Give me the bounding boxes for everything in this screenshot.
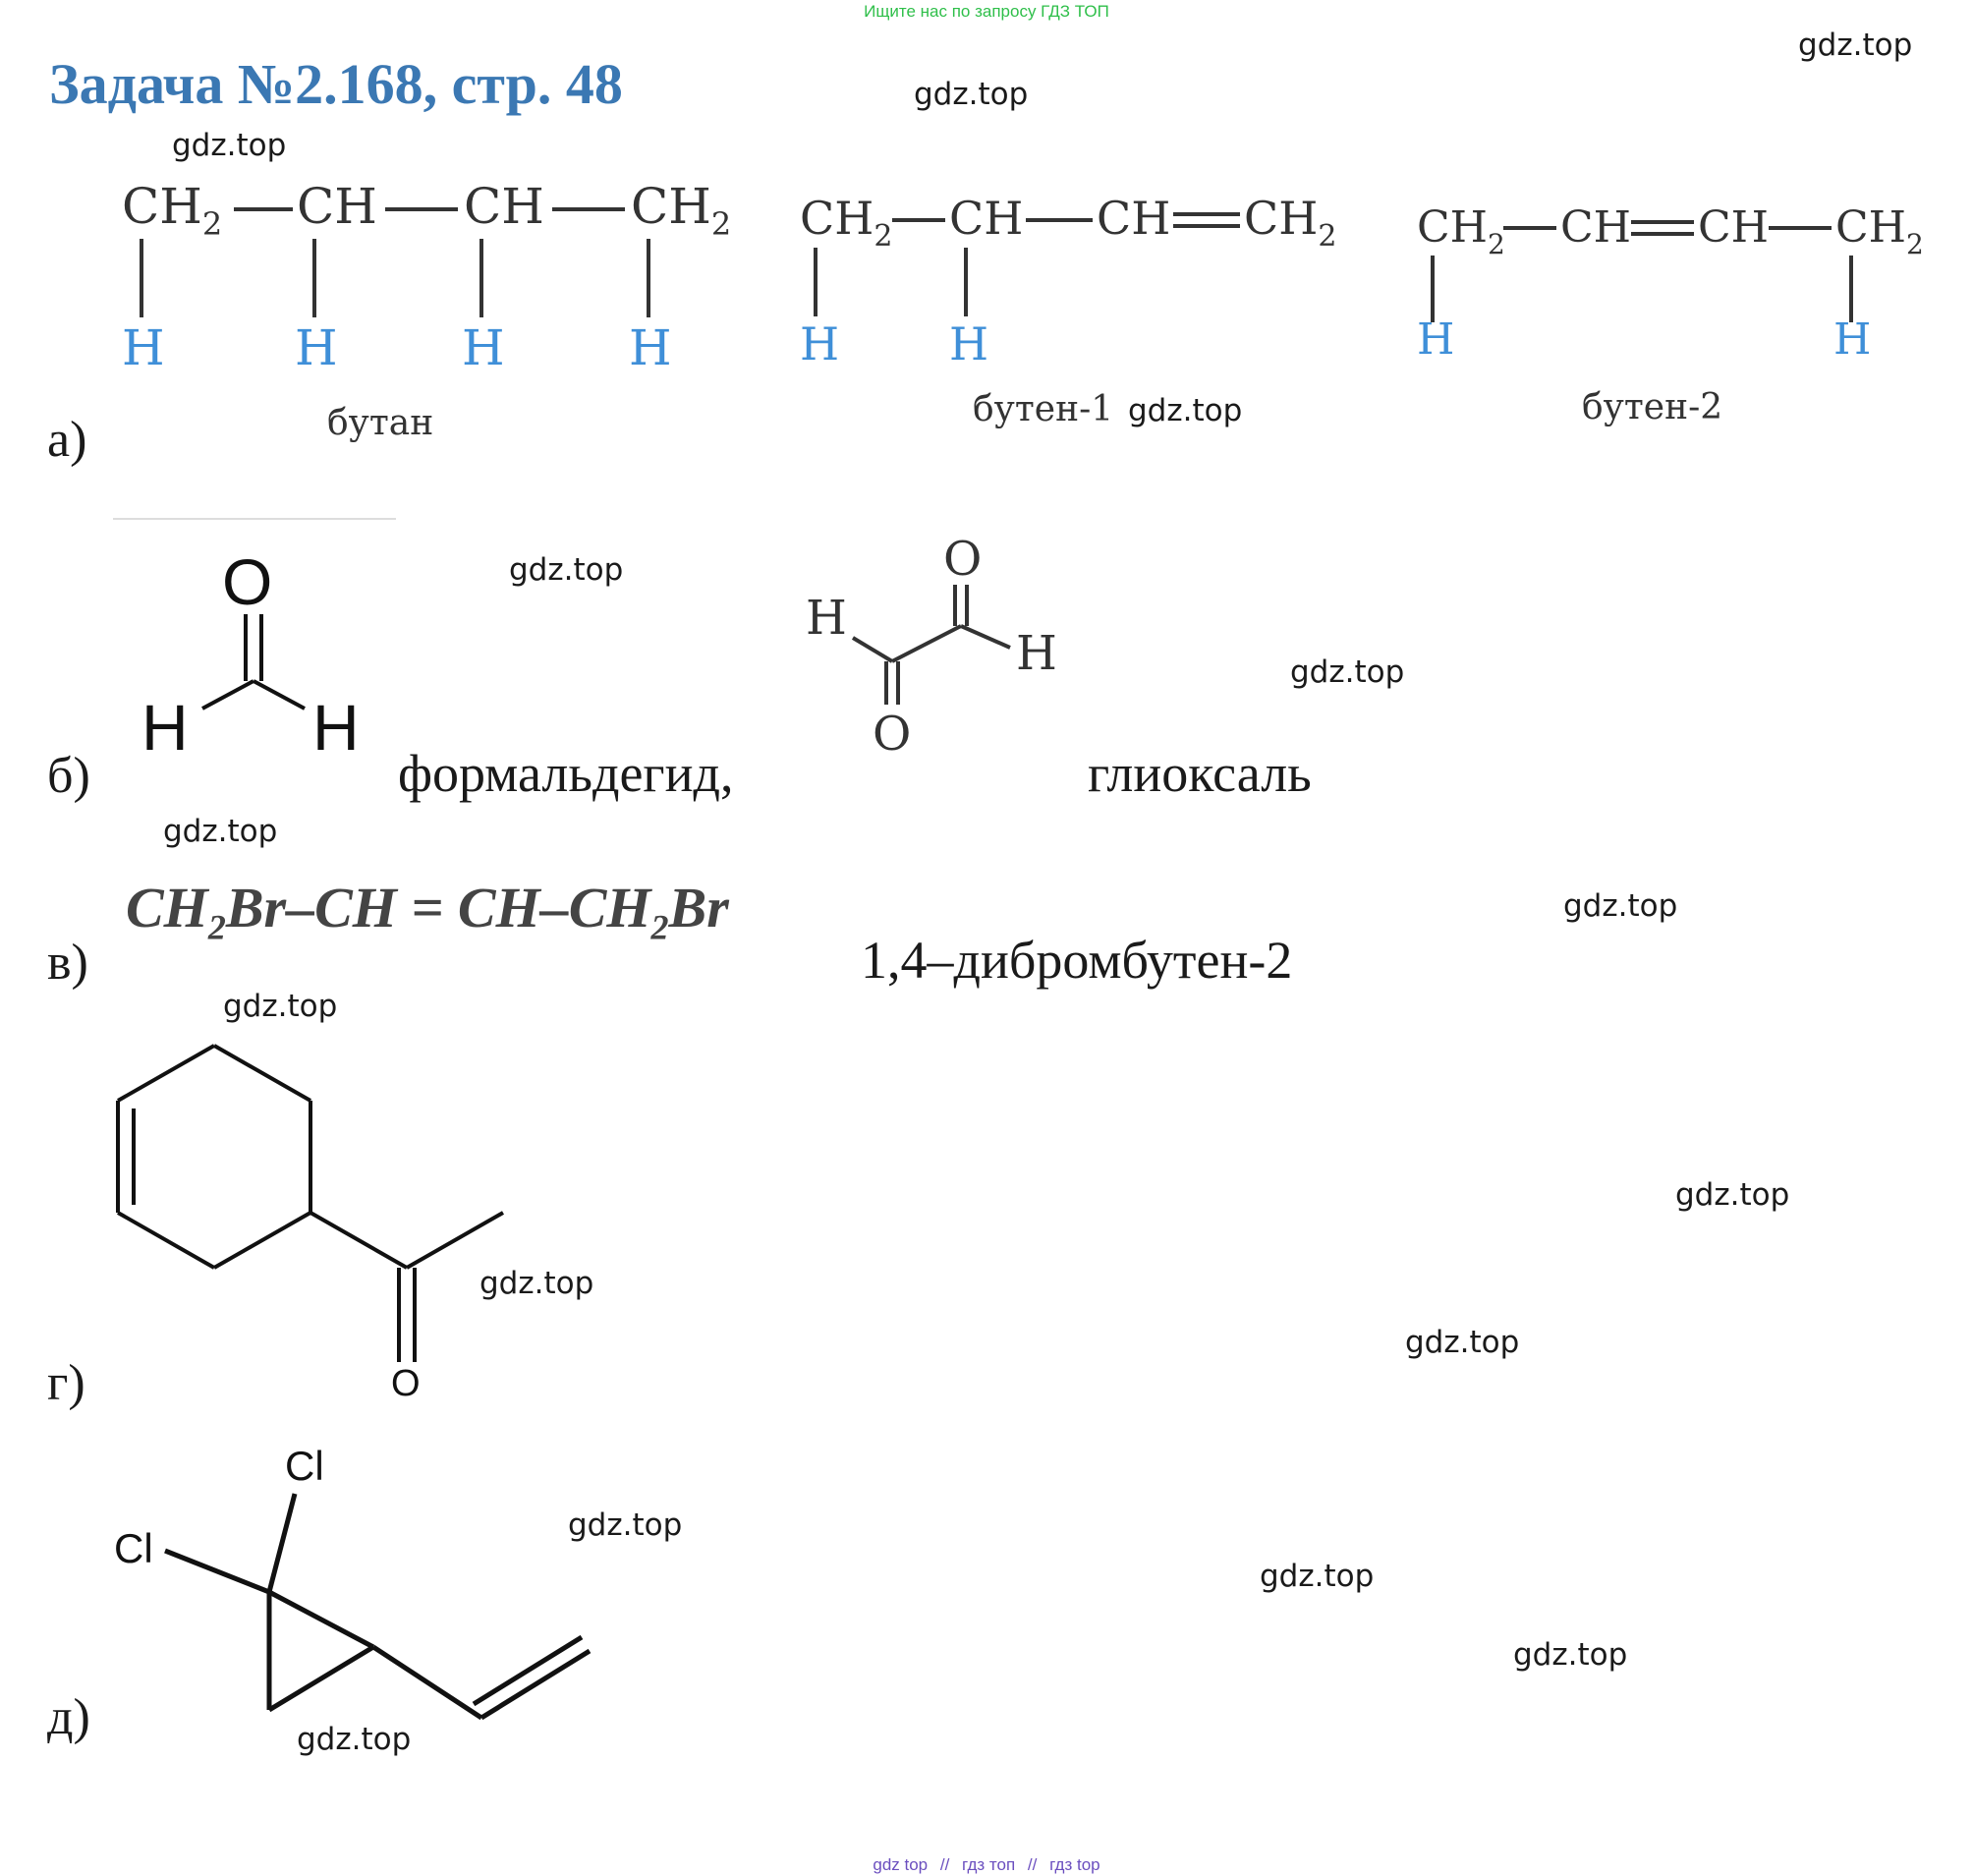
svg-text:O: O bbox=[943, 532, 982, 587]
glyoxal-name: глиоксаль bbox=[1088, 744, 1312, 803]
glyoxal-structure: O H H O bbox=[806, 532, 1057, 762]
watermark: gdz.top bbox=[914, 77, 1029, 112]
divider bbox=[113, 518, 396, 520]
watermark: gdz.top bbox=[297, 1722, 412, 1757]
page-title: Задача №2.168, стр. 48 bbox=[49, 52, 623, 116]
svg-text:CH: CH bbox=[1560, 202, 1631, 253]
svg-text:H: H bbox=[141, 691, 189, 764]
label-v: в) bbox=[47, 935, 88, 991]
footer: gdz top // гдз топ // гдз top bbox=[0, 1855, 1973, 1875]
svg-text:CH2: CH2 bbox=[122, 178, 222, 243]
label-a: а) bbox=[47, 412, 87, 468]
svg-text:H: H bbox=[1417, 314, 1454, 365]
svg-text:O: O bbox=[222, 545, 272, 618]
butene-1-structure: CH2 CH CH CH2 H H bbox=[800, 192, 1336, 370]
svg-text:CH: CH bbox=[464, 178, 544, 235]
svg-text:H: H bbox=[312, 691, 360, 764]
butene-2-structure: CH2 CH CH CH2 H H bbox=[1417, 202, 1924, 365]
watermark: gdz.top bbox=[509, 552, 624, 588]
svg-text:CH: CH bbox=[1097, 192, 1170, 245]
svg-text:O: O bbox=[391, 1363, 421, 1404]
svg-text:CH2: CH2 bbox=[800, 192, 892, 254]
dibromobutene-name: 1,4–дибромбутен-2 bbox=[861, 931, 1293, 990]
svg-text:CH2: CH2 bbox=[631, 178, 731, 243]
top-banner[interactable]: Ищите нас по запросу ГДЗ ТОП bbox=[864, 2, 1109, 21]
svg-text:H: H bbox=[122, 319, 165, 376]
svg-text:H: H bbox=[629, 319, 672, 376]
svg-text:H: H bbox=[1016, 626, 1057, 681]
svg-text:Cl: Cl bbox=[285, 1445, 324, 1489]
watermark: gdz.top bbox=[163, 814, 278, 849]
label-d: д) bbox=[47, 1689, 90, 1745]
footer-separator: // bbox=[1027, 1855, 1038, 1874]
footer-link[interactable]: гдз top bbox=[1049, 1855, 1100, 1874]
label-b: б) bbox=[47, 748, 90, 804]
svg-text:CH: CH bbox=[949, 192, 1023, 245]
label-g: г) bbox=[47, 1355, 85, 1411]
svg-text:H: H bbox=[800, 317, 839, 370]
dichlorovinylcyclopropane-structure: Cl Cl bbox=[114, 1445, 592, 1721]
watermark: gdz.top bbox=[479, 1266, 594, 1301]
footer-link[interactable]: гдз топ bbox=[962, 1855, 1016, 1874]
svg-text:CH2: CH2 bbox=[1417, 202, 1505, 260]
watermark: gdz.top bbox=[1290, 654, 1405, 690]
watermark: gdz.top bbox=[1260, 1559, 1375, 1594]
watermark: gdz.top bbox=[1128, 393, 1243, 428]
watermark: gdz.top bbox=[1675, 1177, 1790, 1213]
svg-text:H: H bbox=[949, 317, 988, 370]
svg-text:H: H bbox=[462, 319, 505, 376]
svg-text:CH2: CH2 bbox=[1244, 192, 1336, 254]
svg-text:H: H bbox=[1833, 314, 1871, 365]
watermark: gdz.top bbox=[1405, 1325, 1520, 1360]
butene-2-name: бутен-2 bbox=[1582, 387, 1723, 427]
watermark: gdz.top bbox=[1798, 28, 1913, 63]
svg-text:CH: CH bbox=[1698, 202, 1769, 253]
footer-link[interactable]: gdz top bbox=[873, 1855, 929, 1874]
footer-separator: // bbox=[939, 1855, 950, 1874]
dibromobutene-formula: CH2Br–CH = CH–CH2Br bbox=[126, 876, 729, 947]
formaldehyde-structure: O H H bbox=[141, 545, 360, 764]
svg-text:O: O bbox=[873, 707, 911, 762]
svg-text:H: H bbox=[806, 591, 847, 646]
butane-structure: CH2 CH CH CH2 H H H H bbox=[122, 178, 731, 376]
watermark: gdz.top bbox=[1513, 1637, 1628, 1673]
butane-name: бутан bbox=[327, 403, 434, 443]
watermark: gdz.top bbox=[172, 128, 287, 163]
watermark: gdz.top bbox=[568, 1507, 683, 1543]
watermark: gdz.top bbox=[1563, 888, 1678, 924]
formaldehyde-name: формальдегид, bbox=[398, 744, 734, 803]
svg-text:CH: CH bbox=[297, 178, 377, 235]
svg-text:CH2: CH2 bbox=[1835, 202, 1924, 260]
svg-text:H: H bbox=[295, 319, 338, 376]
butene-1-name: бутен-1 bbox=[973, 389, 1114, 429]
acetylcyclohexene-structure: O bbox=[116, 1044, 504, 1404]
watermark: gdz.top bbox=[223, 989, 338, 1024]
svg-text:Cl: Cl bbox=[114, 1525, 153, 1571]
